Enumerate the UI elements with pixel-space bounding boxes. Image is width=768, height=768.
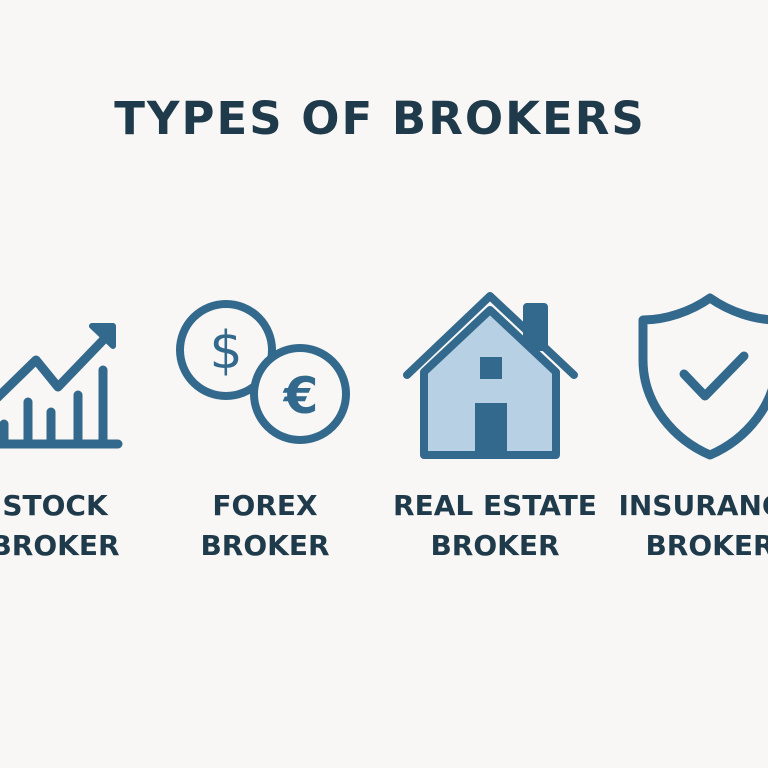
broker-label-line1: STOCK [2,489,108,522]
broker-label-forex: FOREX BROKER [135,486,395,566]
broker-label-line1: REAL ESTATE [393,489,597,522]
svg-text:$: $ [209,321,242,381]
broker-label-real-estate: REAL ESTATE BROKER [365,486,625,566]
broker-label-insurance: INSURANCE BROKER [580,486,768,566]
broker-label-line1: FOREX [212,489,318,522]
page-title: TYPES OF BROKERS [114,92,646,145]
currency-coins-icon: $ € [176,300,350,444]
broker-label-line1: INSURANCE [618,489,768,522]
broker-label-stock: STOCK BROKER [0,486,185,566]
broker-label-line2: BROKER [200,529,330,562]
rising-chart-icon [0,323,123,449]
shield-check-icon [638,293,768,460]
svg-text:€: € [283,367,319,425]
house-icon [403,292,578,459]
broker-label-line2: BROKER [645,529,768,562]
broker-label-line2: BROKER [0,529,120,562]
broker-label-line2: BROKER [430,529,560,562]
